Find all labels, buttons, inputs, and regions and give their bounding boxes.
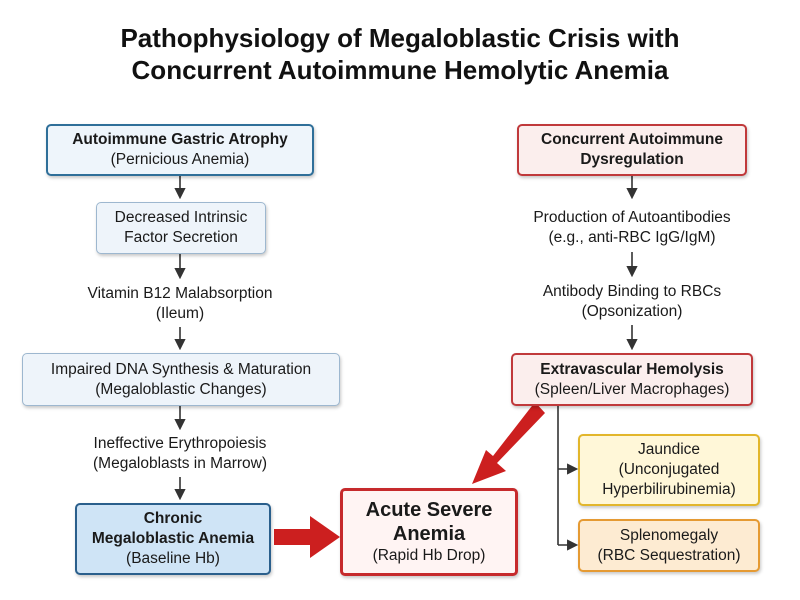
node-intrinsic-line-1: Decreased Intrinsic xyxy=(114,209,248,226)
node-impaired-dna-synthesis: Impaired DNA Synthesis & Maturation (Meg… xyxy=(22,353,340,406)
node-dna-line-2: (Megaloblastic Changes) xyxy=(95,380,267,398)
node-splenomegaly-line-1: Splenomegaly xyxy=(619,526,719,544)
diagram-title: Pathophysiology of Megaloblastic Crisis … xyxy=(0,22,800,86)
node-production-of-autoantibodies: Production of Autoantibodies (e.g., anti… xyxy=(502,206,762,250)
node-splenomegaly: Splenomegaly (RBC Sequestration) xyxy=(578,519,760,572)
node-acute-subtitle: (Rapid Hb Drop) xyxy=(372,547,486,564)
node-concurrent-autoimmune-dysregulation: Concurrent Autoimmune Dysregulation xyxy=(517,124,747,176)
node-acute-line-1: Acute Severe xyxy=(365,499,493,521)
node-binding-line-2: (Opsonization) xyxy=(581,303,683,320)
node-b12-line-2: (Ileum) xyxy=(155,305,205,322)
node-jaundice-line-2: (Unconjugated xyxy=(618,461,720,478)
node-dysregulation-line-2: Dysregulation xyxy=(580,151,684,168)
node-splenomegaly-line-2: (RBC Sequestration) xyxy=(597,546,741,564)
red-arrow-chronic-to-acute xyxy=(274,516,340,558)
node-gastric-atrophy-title: Autoimmune Gastric Atrophy xyxy=(72,131,288,148)
node-binding-line-1: Antibody Binding to RBCs xyxy=(542,283,722,300)
node-autoimmune-gastric-atrophy: Autoimmune Gastric Atrophy (Pernicious A… xyxy=(46,124,314,176)
node-dysregulation-line-1: Concurrent Autoimmune xyxy=(541,131,723,148)
node-b12-malabsorption: Vitamin B12 Malabsorption (Ileum) xyxy=(50,282,310,326)
node-antibody-binding: Antibody Binding to RBCs (Opsonization) xyxy=(502,280,762,324)
node-chronic-subtitle: (Baseline Hb) xyxy=(126,550,220,567)
node-autoantibodies-line-1: Production of Autoantibodies xyxy=(533,209,731,226)
node-extravascular-hemolysis: Extravascular Hemolysis (Spleen/Liver Ma… xyxy=(511,353,753,406)
node-b12-line-1: Vitamin B12 Malabsorption xyxy=(87,285,273,302)
title-line-2: Concurrent Autoimmune Hemolytic Anemia xyxy=(131,55,669,85)
node-jaundice-line-3: Hyperbilirubinemia) xyxy=(602,481,736,498)
node-erythropoiesis-line-1: Ineffective Erythropoiesis xyxy=(93,435,267,452)
node-hemolysis-subtitle: (Spleen/Liver Macrophages) xyxy=(534,380,730,398)
node-autoantibodies-line-2: (e.g., anti-RBC IgG/IgM) xyxy=(548,229,716,246)
node-chronic-line-1: Chronic xyxy=(143,510,203,527)
node-hemolysis-title: Extravascular Hemolysis xyxy=(540,360,724,378)
node-decreased-intrinsic-factor: Decreased Intrinsic Factor Secretion xyxy=(96,202,266,254)
title-line-1: Pathophysiology of Megaloblastic Crisis … xyxy=(120,23,680,53)
node-dna-line-1: Impaired DNA Synthesis & Maturation xyxy=(50,360,312,378)
node-ineffective-erythropoiesis: Ineffective Erythropoiesis (Megaloblasts… xyxy=(50,432,310,476)
node-gastric-atrophy-subtitle: (Pernicious Anemia) xyxy=(110,151,250,168)
node-jaundice: Jaundice (Unconjugated Hyperbilirubinemi… xyxy=(578,434,760,506)
node-acute-severe-anemia: Acute Severe Anemia (Rapid Hb Drop) xyxy=(340,488,518,576)
node-erythropoiesis-line-2: (Megaloblasts in Marrow) xyxy=(93,455,267,472)
node-chronic-line-2: Megaloblastic Anemia xyxy=(91,530,255,547)
node-intrinsic-line-2: Factor Secretion xyxy=(124,229,238,246)
red-arrow-hemolysis-to-acute xyxy=(472,402,545,484)
node-jaundice-line-1: Jaundice xyxy=(637,441,701,458)
node-chronic-megaloblastic-anemia: Chronic Megaloblastic Anemia (Baseline H… xyxy=(75,503,271,575)
node-acute-line-2: Anemia xyxy=(392,523,466,545)
